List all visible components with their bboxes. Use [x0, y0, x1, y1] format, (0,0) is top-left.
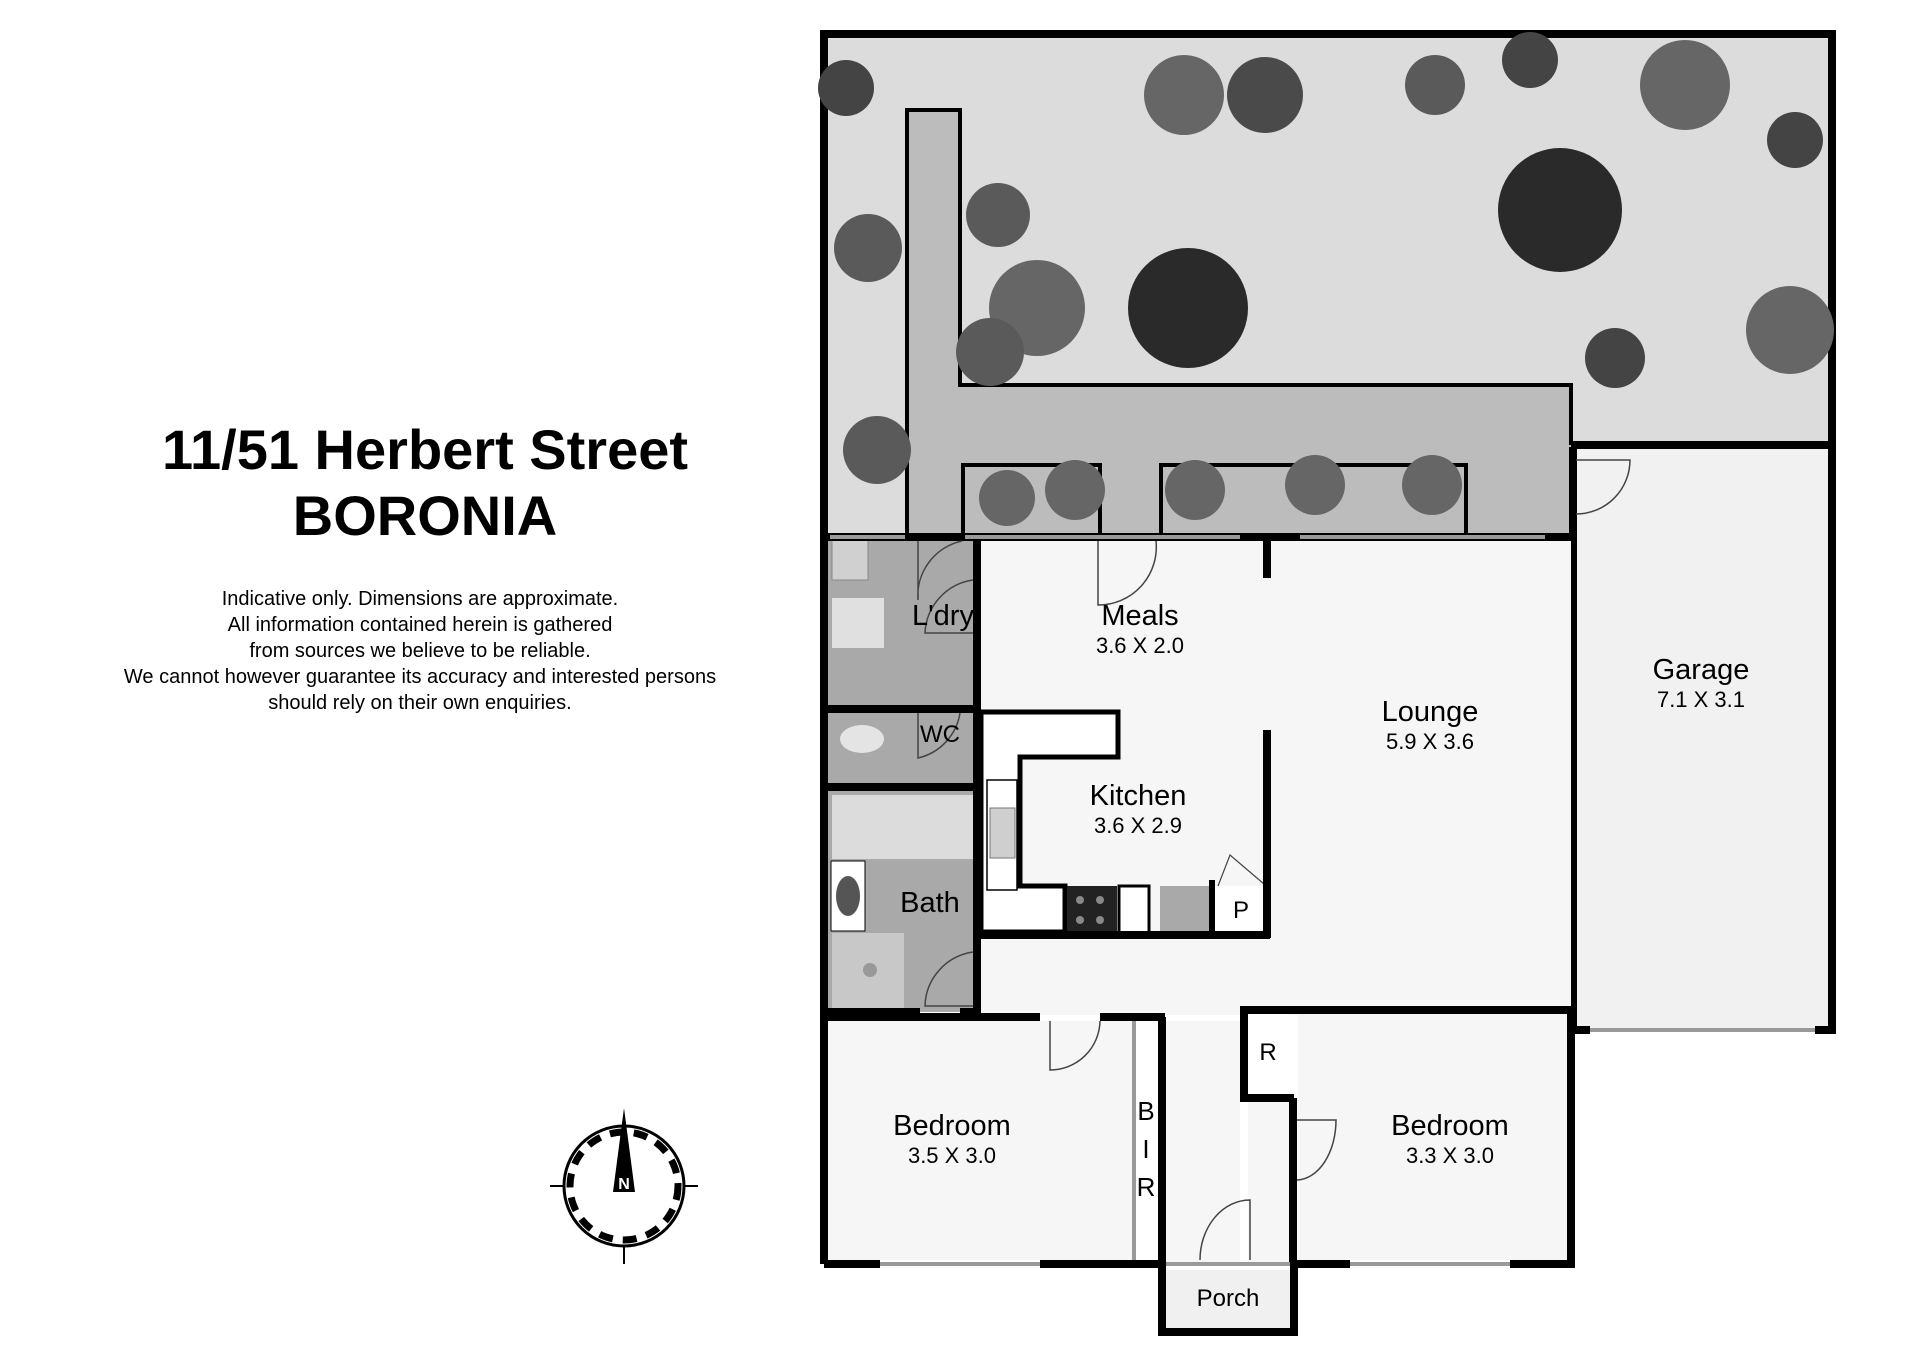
- room-pantry: P: [1232, 897, 1249, 924]
- room-dimensions: 3.6 X 2.9: [1093, 813, 1183, 838]
- room-name: Meals: [1101, 600, 1179, 632]
- room-name: Bedroom: [1391, 1110, 1509, 1142]
- room-lounge: Lounge 5.9 X 3.6: [1330, 696, 1530, 756]
- room-bir: B I R: [1131, 1092, 1161, 1206]
- bedroom2-floor: [1298, 1014, 1567, 1260]
- disclaimer-line: from sources we believe to be reliable.: [249, 640, 591, 662]
- property-suburb: BORONIA: [292, 484, 558, 547]
- room-meals: Meals 3.6 X 2.0: [1040, 600, 1240, 660]
- room-wc: WC: [920, 721, 960, 748]
- room-bedroom-1: Bedroom 3.5 X 3.0: [852, 1110, 1052, 1170]
- room-dimensions: 7.1 X 3.1: [1656, 687, 1746, 712]
- garage-floor: [1575, 449, 1828, 1029]
- room-name: Bath: [900, 887, 960, 919]
- room-dimensions: 3.3 X 3.0: [1405, 1143, 1495, 1168]
- room-robe: R: [1259, 1039, 1277, 1066]
- room-bedroom-2: Bedroom 3.3 X 3.0: [1350, 1110, 1550, 1170]
- room-dimensions: 5.9 X 3.6: [1385, 729, 1475, 754]
- room-bath: Bath: [880, 887, 980, 919]
- room-porch: Porch: [1196, 1285, 1260, 1312]
- room-laundry: L'dry: [903, 600, 983, 632]
- north-arrow-compass-icon: [550, 1108, 698, 1264]
- porch-floor: [1166, 1270, 1290, 1328]
- room-name: L'dry: [912, 600, 974, 632]
- room-name: Bedroom: [893, 1110, 1011, 1142]
- disclaimer: Indicative only. Dimensions are approxim…: [70, 586, 770, 716]
- disclaimer-line: Indicative only. Dimensions are approxim…: [221, 588, 619, 610]
- room-name: Garage: [1652, 654, 1750, 686]
- room-name: Lounge: [1381, 696, 1479, 728]
- room-kitchen: Kitchen 3.6 X 2.9: [1038, 780, 1238, 840]
- room-garage: Garage 7.1 X 3.1: [1601, 654, 1801, 714]
- room-dimensions: 3.6 X 2.0: [1095, 633, 1185, 658]
- room-dimensions: 3.5 X 3.0: [907, 1143, 997, 1168]
- disclaimer-line: All information contained herein is gath…: [227, 614, 613, 636]
- property-address: 11/51 Herbert Street: [161, 418, 689, 481]
- compass-north-label: N: [618, 1176, 630, 1193]
- disclaimer-line: We cannot however guarantee its accuracy…: [123, 666, 717, 688]
- garden-plants: [818, 32, 1834, 526]
- bir-letter: I: [1142, 1134, 1150, 1164]
- room-name: Kitchen: [1089, 780, 1187, 812]
- bir-letter: B: [1137, 1096, 1155, 1126]
- disclaimer-line: should rely on their own enquiries.: [268, 692, 572, 714]
- bir-letter: R: [1136, 1172, 1156, 1202]
- bedroom1-floor: [828, 1021, 1134, 1260]
